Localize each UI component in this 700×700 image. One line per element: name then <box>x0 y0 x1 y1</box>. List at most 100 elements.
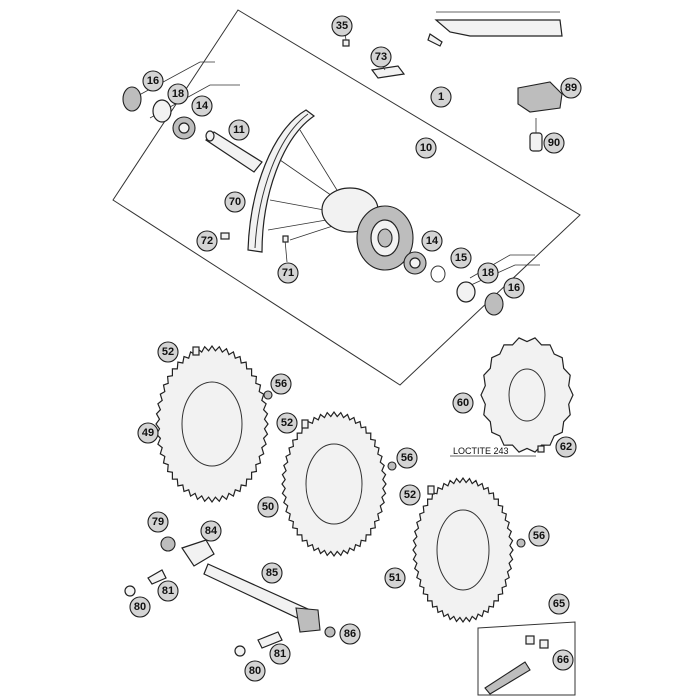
callout-66: 66 <box>552 649 574 671</box>
callout-number: 11 <box>233 124 245 136</box>
callout-number: 60 <box>457 397 469 409</box>
left-bearing-stack <box>122 86 196 140</box>
chain-guide-tool <box>427 11 563 47</box>
loctite-note: LOCTITE 243 <box>453 446 509 456</box>
callout-bubble <box>276 412 298 434</box>
callout-bubble <box>196 230 218 252</box>
callout-bubble <box>167 83 189 105</box>
callout-bubble <box>147 511 169 533</box>
callout-bubble <box>384 567 406 589</box>
callout-bubble <box>399 484 421 506</box>
callout-bubble <box>430 86 452 108</box>
callout-71: 71 <box>277 262 299 284</box>
fastener-parts <box>192 346 545 548</box>
callout-52: 52 <box>276 412 298 434</box>
callout-bubble <box>331 15 353 37</box>
callout-bubble <box>450 247 472 269</box>
callout-bubble <box>452 392 474 414</box>
callout-62: 62 <box>555 436 577 458</box>
callout-bubble <box>228 119 250 141</box>
callout-number: 18 <box>482 267 494 279</box>
callout-bubble <box>560 77 582 99</box>
callout-73: 73 <box>370 46 392 68</box>
callout-11: 11 <box>228 119 250 141</box>
callout-65: 65 <box>548 593 570 615</box>
wheel-assembly-frame <box>112 9 581 386</box>
callout-10: 10 <box>415 137 437 159</box>
callout-number: 79 <box>152 516 164 528</box>
callout-bubble <box>157 341 179 363</box>
callout-bubble <box>396 447 418 469</box>
part-50-sprocket <box>281 410 387 558</box>
callout-number: 89 <box>565 82 577 94</box>
part-10-hub <box>267 129 414 271</box>
callout-number: 56 <box>275 378 287 390</box>
callout-number: 49 <box>142 427 154 439</box>
callout-52: 52 <box>157 341 179 363</box>
callout-number: 62 <box>560 441 572 453</box>
callout-bubble <box>503 277 525 299</box>
callout-85: 85 <box>261 562 283 584</box>
callout-bubble <box>270 373 292 395</box>
callout-number: 84 <box>205 525 218 537</box>
callout-number: 81 <box>162 585 174 597</box>
callout-bubble <box>477 262 499 284</box>
callout-50: 50 <box>257 496 279 518</box>
callout-51: 51 <box>384 567 406 589</box>
callout-14: 14 <box>421 230 443 252</box>
callout-number: 35 <box>336 20 348 32</box>
callout-number: 73 <box>375 51 387 63</box>
part-71-valve <box>282 235 289 263</box>
callout-number: 80 <box>134 601 146 613</box>
callout-60: 60 <box>452 392 474 414</box>
callout-81: 81 <box>157 580 179 602</box>
callout-number: 52 <box>162 346 174 358</box>
callout-80: 80 <box>244 660 266 682</box>
callout-49: 49 <box>137 422 159 444</box>
callout-number: 85 <box>266 567 278 579</box>
callout-number: 1 <box>438 91 444 103</box>
callout-bubble <box>129 596 151 618</box>
callout-bubble <box>244 660 266 682</box>
axle-adjuster-parts <box>124 536 336 657</box>
part-90-spacer <box>529 118 543 152</box>
callout-bubble <box>257 496 279 518</box>
callout-14: 14 <box>191 95 213 117</box>
callout-number: 56 <box>533 530 545 542</box>
callout-86: 86 <box>339 623 361 645</box>
callout-number: 71 <box>282 267 294 279</box>
part-60-brake-disc <box>480 337 574 453</box>
callout-number: 16 <box>147 75 159 87</box>
part-72-screw <box>220 232 230 240</box>
callout-number: 70 <box>229 196 241 208</box>
callout-56: 56 <box>528 525 550 547</box>
callout-16: 16 <box>142 70 164 92</box>
callout-number: 14 <box>426 235 439 247</box>
callout-bubble <box>200 520 222 542</box>
callout-bubble <box>415 137 437 159</box>
callout-18: 18 <box>167 83 189 105</box>
callout-18: 18 <box>477 262 499 284</box>
callout-number: 10 <box>420 142 432 154</box>
right-bearing-stack <box>403 251 504 316</box>
part-70-rim <box>247 109 316 253</box>
callout-bubble <box>548 593 570 615</box>
callout-16: 16 <box>503 277 525 299</box>
callout-1: 1 <box>430 86 452 108</box>
callout-35: 35 <box>331 15 353 37</box>
callout-bubble <box>269 643 291 665</box>
callout-bubble <box>191 95 213 117</box>
callout-bubble <box>528 525 550 547</box>
callout-15: 15 <box>450 247 472 269</box>
callout-number: 50 <box>262 501 274 513</box>
callout-number: 52 <box>404 489 416 501</box>
callout-number: 18 <box>172 88 184 100</box>
callout-bubble <box>552 649 574 671</box>
callout-number: 56 <box>401 452 413 464</box>
callout-bubble <box>370 46 392 68</box>
callout-bubble <box>543 132 565 154</box>
callout-number: 90 <box>548 137 560 149</box>
chain-kit-box <box>477 621 576 696</box>
callout-81: 81 <box>269 643 291 665</box>
